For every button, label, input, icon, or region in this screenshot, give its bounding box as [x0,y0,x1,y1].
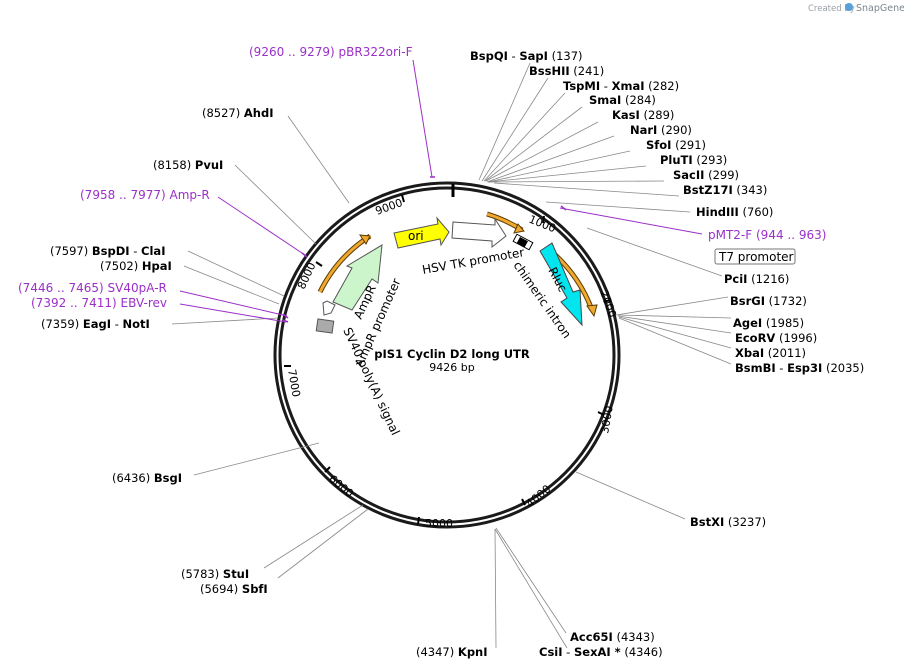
enzyme-label-bsrgi[interactable]: BsrGI (1732) [730,294,807,308]
enzyme-label-bspdi[interactable]: (7597) BspDI - ClaI [50,244,165,258]
enzyme-label-bsshii[interactable]: BssHII (241) [529,64,604,78]
primer-label-pbr322ori-f[interactable]: (9260 .. 9279) pBR322ori-F [249,45,413,59]
enzyme-label-bspqi[interactable]: BspQI - SapI (137) [470,49,583,63]
enzyme-label-ahdi[interactable]: (8527) AhdI [202,106,274,120]
enzyme-label-tspmi[interactable]: TspMI - XmaI (282) [563,79,679,93]
enzyme-label-bsmbi[interactable]: BsmBI - Esp3I (2035) [735,361,864,375]
enzyme-label-ecorv[interactable]: EcoRV (1996) [735,331,817,345]
hsv-tk-promoter-feature[interactable] [451,217,507,249]
primer-label-sv40pa-r[interactable]: (7446 .. 7465) SV40pA-R [18,281,167,295]
ampr-direction-arrowhead [358,234,371,245]
enzyme-label-pcii[interactable]: PciI (1216) [724,272,789,286]
tick-marks [284,194,611,525]
enzyme-label-agei[interactable]: AgeI (1985) [733,316,804,330]
primer-marks [282,176,567,323]
plasmid-size: 9426 bp [429,361,474,374]
enzyme-label-bstxi[interactable]: BstXI (3237) [690,515,766,529]
t7-promoter-box[interactable] [714,248,796,265]
enzyme-label-bstz17i[interactable]: BstZ17I (343) [683,183,767,197]
rluc-direction-arrowhead [586,304,598,318]
backbone-inner-strand [278,186,616,524]
ampr-promoter-feature[interactable] [322,300,336,316]
enzyme-label-nari[interactable]: NarI (290) [630,123,692,137]
backbone-outer-strand [273,181,621,529]
primer-label-amp-r[interactable]: (7958 .. 7977) Amp-R [80,188,210,202]
enzyme-label-kasi[interactable]: KasI (289) [612,108,674,122]
tick-label-5000: 5000 [425,517,453,530]
intron-marker [516,237,528,248]
enzyme-label-bsgi[interactable]: (6436) BsgI [112,471,182,485]
tick-label-2000: 2000 [597,289,619,320]
primer-label-ebv-rev[interactable]: (7392 .. 7411) EBV-rev [31,296,167,310]
enzyme-label-acc65i[interactable]: Acc65I (4343) [570,630,655,644]
credit-prefix: Created by [808,4,855,14]
tick-label-7000: 7000 [285,368,303,398]
enzyme-label-hindiii[interactable]: HindIII (760) [696,205,773,219]
tick-label-9000: 9000 [374,196,405,218]
rluc-feature[interactable] [539,242,583,327]
enzyme-label-eagi[interactable]: (7359) EagI - NotI [41,317,150,331]
tick-label-1000: 1000 [527,213,558,236]
orf-upper-arrowhead [513,223,525,234]
snapgene-logo-icon [845,3,853,11]
credit-brand: SnapGene [856,3,904,14]
enzyme-label-sbfi[interactable]: (5694) SbfI [200,582,268,596]
enzyme-label-hpai[interactable]: (7502) HpaI [100,259,172,273]
enzyme-label-pluti[interactable]: PluTI (293) [660,153,727,167]
enzyme-label-xbai[interactable]: XbaI (2011) [735,346,806,360]
enzyme-label-sacii[interactable]: SacII (299) [673,168,739,182]
sv40-polya-feature[interactable] [315,318,335,334]
enzyme-leader-lines [171,62,732,649]
enzyme-label-stui[interactable]: (5783) StuI [181,567,249,581]
enzyme-label-csii[interactable]: CsiI - SexAI * (4346) [539,645,663,659]
t7-promoter-label: T7 promoter [718,250,794,264]
enzyme-label-smai[interactable]: SmaI (284) [589,93,656,107]
hsv-tk-promoter-label: HSV TK promoter [421,245,525,277]
ori-label: ori [408,229,424,243]
ori-feature[interactable] [393,216,450,249]
primer-label-pmt2-f[interactable]: pMT2-F (944 .. 963) [708,228,826,242]
enzyme-label-sfoi[interactable]: SfoI (291) [646,138,706,152]
tick-label-6000: 6000 [326,472,356,500]
tick-label-3000: 3000 [598,405,616,435]
enzyme-label-pvui[interactable]: (8158) PvuI [153,158,223,172]
plasmid-name: pIS1 Cyclin D2 long UTR [374,347,530,361]
primer-leader-lines [179,59,703,323]
enzyme-label-kpni[interactable]: (4347) KpnI [416,645,488,659]
ampr-feature[interactable] [332,244,383,311]
